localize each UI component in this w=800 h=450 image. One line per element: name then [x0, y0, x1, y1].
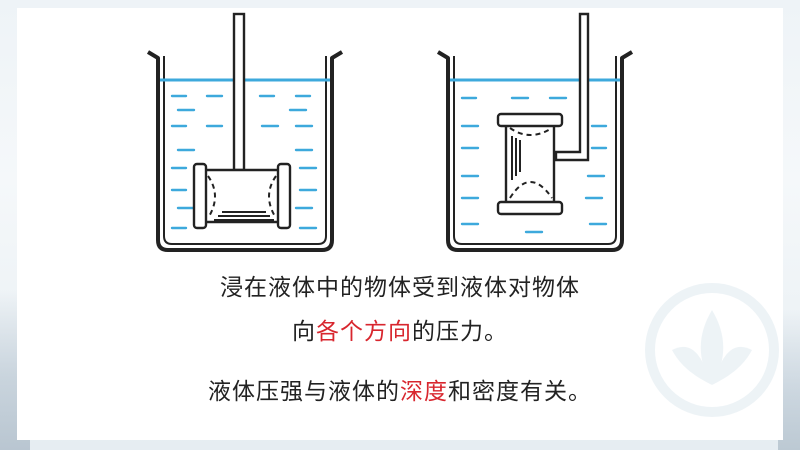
statement-line-1: 浸在液体中的物体受到液体对物体 [220, 275, 580, 301]
statement-line-2: 向各个方向的压力。 [0, 312, 800, 346]
statement-line-2-prefix: 向 [292, 319, 316, 345]
statement-line-2-suffix: 的压力。 [412, 319, 508, 345]
conclusion-prefix: 液体压强与液体的 [208, 379, 400, 405]
highlight-depth: 深度 [400, 379, 448, 405]
conclusion-suffix: 和密度有关。 [448, 379, 592, 405]
pressure-experiment-diagram [146, 12, 634, 252]
conclusion-line: 液体压强与液体的深度和密度有关。 [0, 372, 800, 406]
background-skyline-right [778, 310, 800, 450]
left-beaker [146, 12, 344, 252]
logo-watermark-icon [645, 283, 779, 417]
highlight-all-directions: 各个方向 [316, 319, 412, 345]
right-beaker [436, 12, 634, 252]
content-panel [17, 8, 783, 440]
